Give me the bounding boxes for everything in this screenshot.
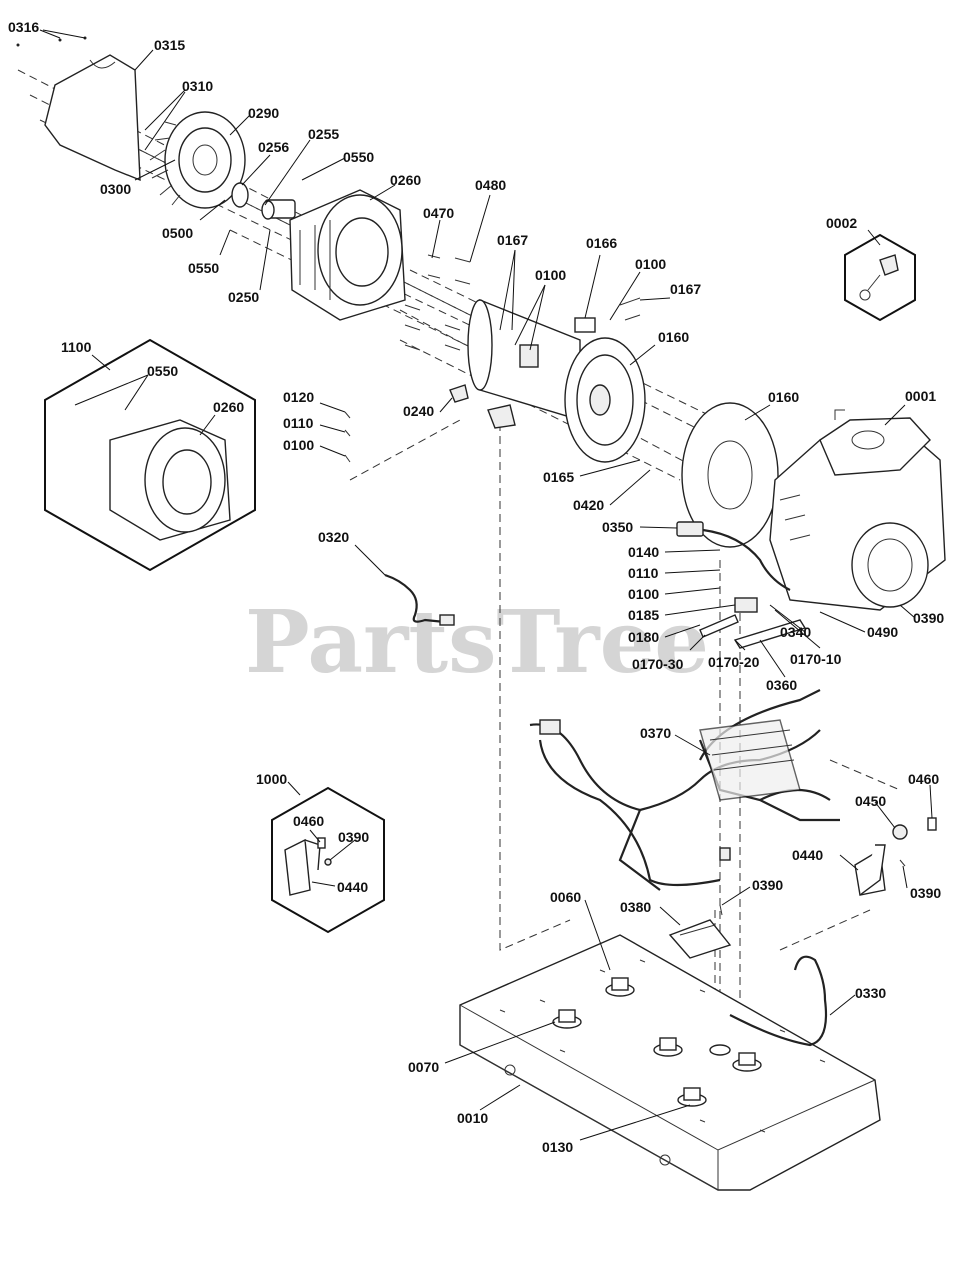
callout-0460-right: 0460	[908, 771, 939, 787]
wire-harness-0370	[529, 689, 840, 891]
screws-0470-0480	[404, 254, 471, 351]
callout-0440-box: 0440	[337, 879, 368, 895]
callout-0130: 0130	[542, 1139, 573, 1155]
callout-0165: 0165	[543, 469, 574, 485]
callout-0300: 0300	[100, 181, 131, 197]
clip-0240	[449, 384, 469, 403]
sensor-0350	[676, 521, 791, 591]
callout-1000: 1000	[256, 771, 287, 787]
cable-0330	[729, 955, 828, 1047]
callout-0170-20: 0170-20	[708, 654, 760, 670]
callout-0260-box: 0260	[213, 399, 244, 415]
callout-0460-box: 0460	[293, 813, 324, 829]
callout-0450: 0450	[855, 793, 886, 809]
callout-0260-top: 0260	[390, 172, 421, 188]
callout-0120: 0120	[283, 389, 314, 405]
callout-0470: 0470	[423, 205, 454, 221]
callout-0100-right: 0100	[635, 256, 666, 272]
callout-0110-right: 0110	[628, 565, 659, 581]
callout-0420: 0420	[573, 497, 604, 513]
callout-0100-left: 0100	[283, 437, 314, 453]
callout-0110-left: 0110	[283, 415, 314, 431]
callout-0490: 0490	[867, 624, 898, 640]
bracket-0440	[854, 817, 937, 896]
callout-0140: 0140	[628, 544, 659, 560]
hub-parts	[231, 182, 296, 220]
callout-0002: 0002	[826, 215, 857, 231]
bracket-0380	[668, 904, 732, 959]
hardware-stack-left	[344, 411, 351, 463]
detail-box-1100	[44, 338, 256, 572]
callout-0167-left: 0167	[497, 232, 528, 248]
callout-1100: 1100	[61, 339, 92, 355]
callout-labels: 0316 0315 0310 0290 0300 0255 0256 0550 …	[8, 19, 944, 1155]
callout-0160-first: 0160	[658, 329, 689, 345]
callout-0001: 0001	[905, 388, 936, 404]
bracket-0166	[574, 297, 641, 333]
rod-assemblies	[699, 597, 807, 649]
callout-0360: 0360	[766, 677, 797, 693]
callout-0380: 0380	[620, 899, 651, 915]
isolator-mounts	[552, 977, 762, 1107]
callout-0255: 0255	[308, 126, 339, 142]
callout-0390-engine: 0390	[913, 610, 944, 626]
callout-0390-right: 0390	[910, 885, 941, 901]
callout-0166: 0166	[586, 235, 617, 251]
leader-lines	[39, 29, 933, 1141]
adapter-plate-0160	[681, 402, 779, 548]
callout-0060: 0060	[550, 889, 581, 905]
callout-0500: 0500	[162, 225, 193, 241]
callout-0170-30: 0170-30	[632, 656, 684, 672]
assembly-axis-lines	[17, 69, 901, 1085]
flywheel-fan-0290	[149, 111, 246, 209]
blower-housing-0260	[289, 189, 406, 321]
callout-0320: 0320	[318, 529, 349, 545]
callout-0180: 0180	[628, 629, 659, 645]
callout-0550-top: 0550	[343, 149, 374, 165]
engine-0001	[769, 409, 946, 611]
callout-0100-lower: 0100	[628, 586, 659, 602]
callout-0316: 0316	[8, 19, 39, 35]
callout-0390-base: 0390	[752, 877, 783, 893]
callout-0167-right: 0167	[670, 281, 701, 297]
fan-cover-0315	[16, 36, 141, 182]
callout-0315: 0315	[154, 37, 185, 53]
callout-0256: 0256	[258, 139, 289, 155]
wire-0320	[384, 573, 455, 626]
callout-0010: 0010	[457, 1110, 488, 1126]
end-bell-0160	[564, 337, 646, 463]
detail-box-1000	[271, 786, 385, 934]
callout-0340: 0340	[780, 624, 811, 640]
callout-0310: 0310	[182, 78, 213, 94]
callout-0370: 0370	[640, 725, 671, 741]
callout-0350: 0350	[602, 519, 633, 535]
base-frame-0010	[459, 934, 881, 1191]
callout-0185: 0185	[628, 607, 659, 623]
callout-0250: 0250	[228, 289, 259, 305]
callout-0390-box: 0390	[338, 829, 369, 845]
detail-box-0002	[844, 233, 916, 322]
callout-0480: 0480	[475, 177, 506, 193]
callout-0550-mid: 0550	[188, 260, 219, 276]
callout-0440-right: 0440	[792, 847, 823, 863]
callout-0160-second: 0160	[768, 389, 799, 405]
callout-0330: 0330	[855, 985, 886, 1001]
callout-0100-mid: 0100	[535, 267, 566, 283]
watermark: PartsTree	[245, 592, 709, 693]
callout-0170-10: 0170-10	[790, 651, 842, 667]
callout-0070: 0070	[408, 1059, 439, 1075]
callout-0550-box: 0550	[147, 363, 178, 379]
stator-housing	[467, 298, 581, 429]
callout-0240: 0240	[403, 403, 434, 419]
callout-0290: 0290	[248, 105, 279, 121]
